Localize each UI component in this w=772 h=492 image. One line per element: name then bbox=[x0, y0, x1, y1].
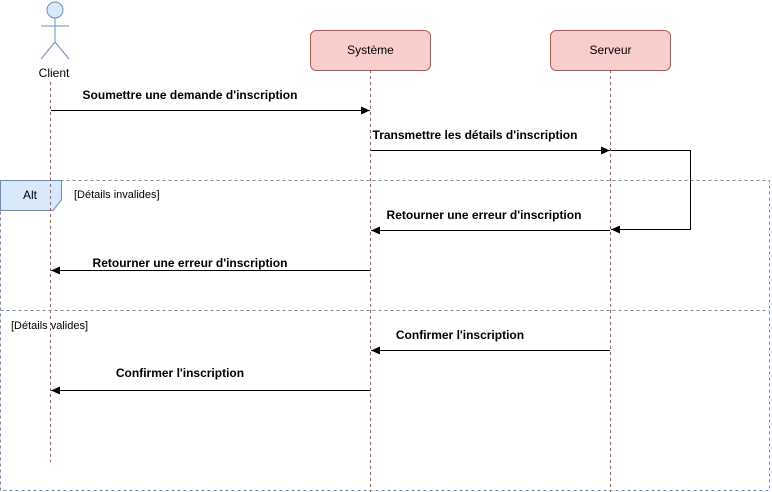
participant-systeme-box bbox=[310, 30, 431, 71]
alt-operator-label: Alt bbox=[23, 188, 38, 202]
message-label: Retourner une erreur d'inscription bbox=[387, 208, 582, 222]
message-label: Confirmer l'inscription bbox=[116, 366, 244, 380]
participant-serveur[interactable]: Serveur bbox=[550, 30, 671, 71]
alt-fragment-frame bbox=[0, 180, 770, 491]
participant-serveur-label: Serveur bbox=[589, 43, 631, 57]
message-label: Soumettre une demande d'inscription bbox=[83, 88, 298, 102]
participant-serveur-box bbox=[550, 30, 671, 71]
message-self-check[interactable] bbox=[611, 150, 691, 234]
message-return-error-client[interactable]: Retourner une erreur d'inscription bbox=[51, 256, 370, 275]
message-label: Retourner une erreur d'inscription bbox=[93, 256, 288, 270]
message-return-error-server[interactable]: Retourner une erreur d'inscription bbox=[371, 208, 610, 235]
message-confirm-server[interactable]: Confirmer l'inscription bbox=[371, 328, 610, 355]
participant-systeme-label: Système bbox=[347, 43, 394, 57]
alt-fragment: Alt [Détails invalides] [Détails valides… bbox=[0, 180, 770, 491]
message-submit-request[interactable]: Soumettre une demande d'inscription bbox=[51, 88, 370, 115]
guard-valid-details: [Détails valides] bbox=[11, 320, 88, 332]
self-loop-arrow bbox=[611, 150, 691, 234]
alt-operator-tab bbox=[0, 180, 62, 211]
message-forward-details[interactable]: Transmettre les détails d'inscription bbox=[371, 128, 610, 155]
guard-invalid-details: [Détails invalides] bbox=[74, 189, 160, 201]
actor-head bbox=[46, 1, 64, 19]
actor-client[interactable]: Client bbox=[39, 1, 70, 80]
participant-systeme[interactable]: Système bbox=[310, 30, 431, 71]
actor-client-label: Client bbox=[39, 66, 70, 80]
message-label: Transmettre les détails d'inscription bbox=[373, 128, 578, 142]
message-label: Confirmer l'inscription bbox=[396, 328, 524, 342]
message-confirm-client[interactable]: Confirmer l'inscription bbox=[51, 366, 370, 395]
